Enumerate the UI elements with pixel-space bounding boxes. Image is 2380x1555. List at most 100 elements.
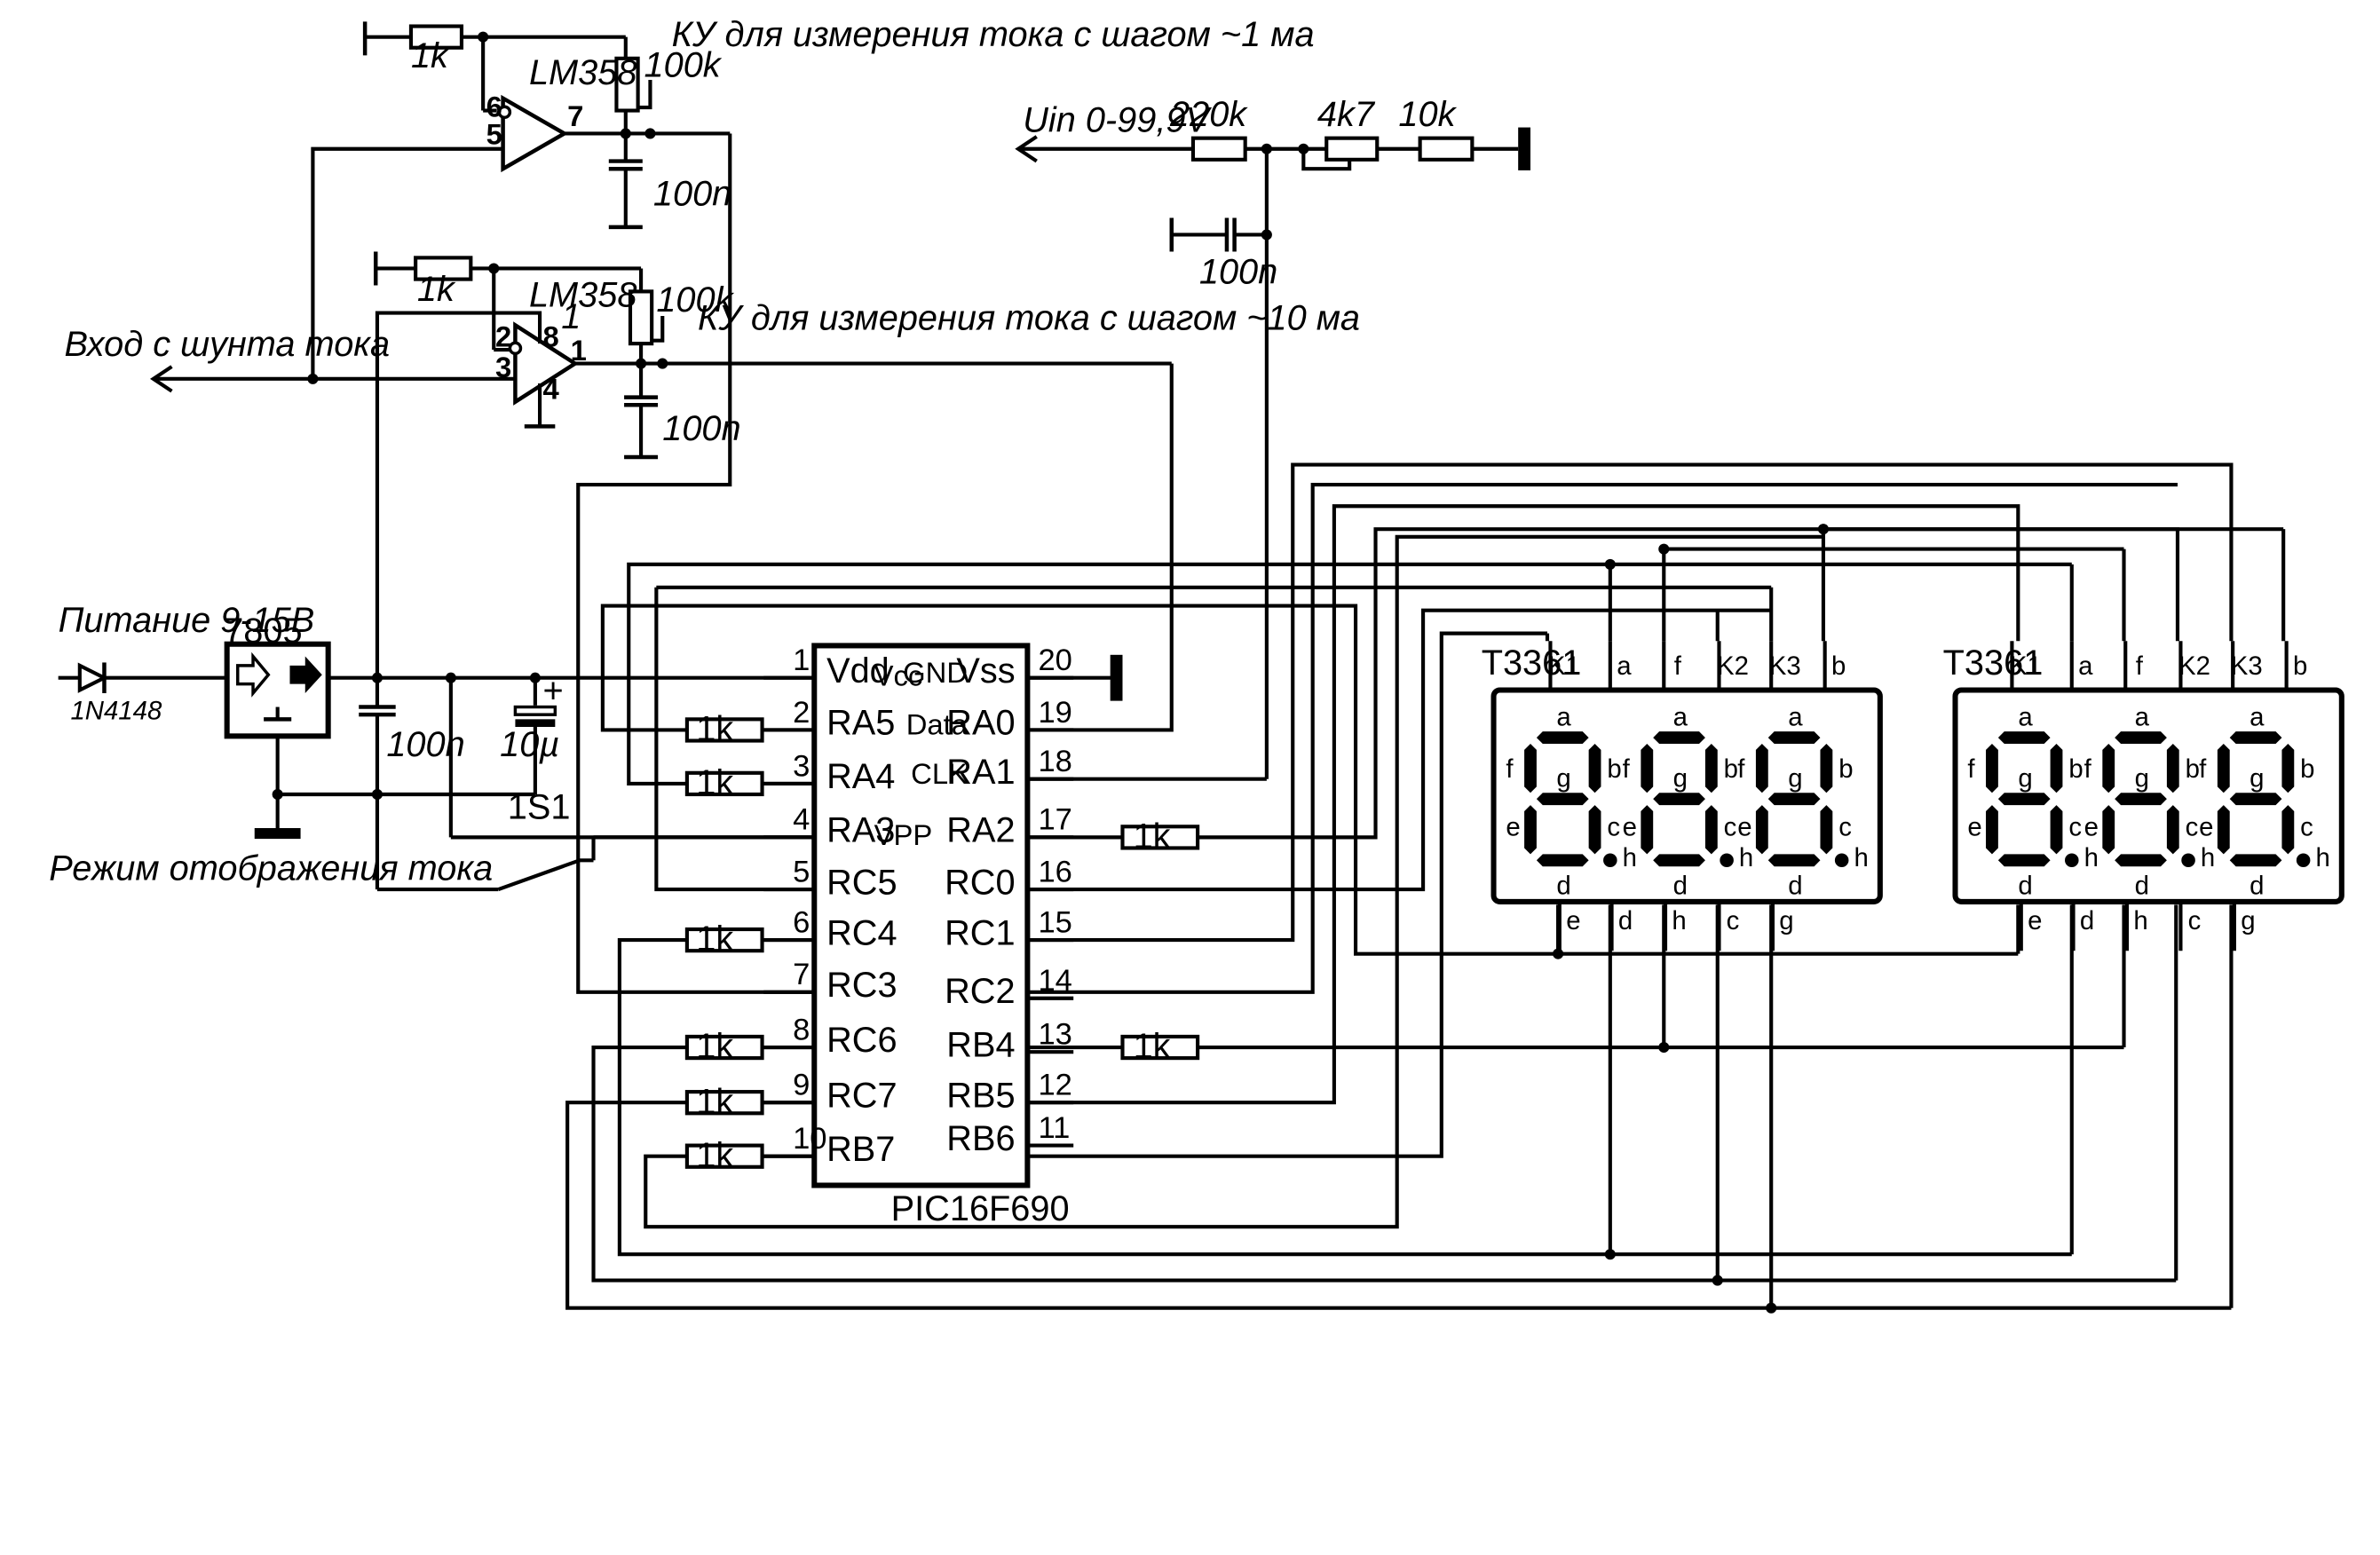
svg-text:e: e (2084, 813, 2099, 842)
pin-1: 1 (571, 334, 587, 367)
segment-g (1997, 793, 2051, 806)
svg-text:e: e (1623, 813, 1637, 842)
label-r-ra5: 1k (696, 710, 733, 749)
display-pin-f: f (2136, 651, 2144, 681)
svg-text:a: a (1788, 702, 1803, 731)
label-plus: + (543, 671, 564, 710)
label-r-bot-in: 1k (417, 270, 456, 309)
segment-e (1755, 805, 1768, 855)
mcu-pin-number-2: 2 (793, 696, 810, 730)
segment-b (2166, 743, 2179, 793)
svg-text:c: c (1724, 813, 1737, 842)
svg-text:d: d (2135, 871, 2149, 900)
display-bus (1545, 524, 2286, 1314)
label-r-rb4: 1k (1134, 1027, 1171, 1066)
svg-text:d: d (1673, 871, 1688, 900)
regulator-7805 (224, 641, 331, 739)
display-pin-d: d (2080, 906, 2094, 935)
mcu-pin-number-10: 10 (793, 1122, 826, 1156)
svg-text:f: f (2084, 754, 2092, 784)
label-mcu: PIC16F690 (891, 1189, 1070, 1228)
label-r-bot-fb: 100k (656, 280, 734, 320)
display-pin-h: h (2133, 906, 2147, 935)
pin-7: 7 (567, 99, 583, 132)
label-c-supply: 100n (386, 725, 464, 764)
mcu-pin-number-19: 19 (1038, 696, 1071, 730)
label-ku-10ma: КУ для измерения тока с шагом ~10 ма (698, 299, 1360, 338)
mcu-pin-ra1: RA1 (946, 753, 1015, 792)
diode-symbol (77, 662, 109, 693)
display-pin-f: f (1674, 651, 1682, 681)
svg-text:f: f (1623, 754, 1631, 784)
label-r-ra2: 1k (1134, 817, 1171, 856)
mcu-pin-ra2: RA2 (946, 811, 1015, 850)
svg-text:h: h (1739, 843, 1753, 872)
segment-c (2050, 805, 2063, 855)
svg-text:g: g (2250, 763, 2264, 793)
voltage-divider: Uin 0-99,9V 220k 4k7 10k 100n (1015, 95, 1530, 781)
display-pin-K2: K2 (2178, 651, 2210, 681)
trimmer-4k7 (1324, 136, 1380, 162)
svg-text:h: h (2315, 843, 2329, 872)
resistor-10k (1418, 136, 1475, 162)
svg-text:a: a (2250, 702, 2265, 731)
svg-text:c: c (1838, 813, 1852, 842)
svg-text:h: h (1623, 843, 1637, 872)
display-pin-K3: K3 (1769, 651, 1801, 681)
label-c-div: 100n (1199, 253, 1277, 292)
power-supply: Питание 9-15В 7805 1N4148 100n 10µ + 1S1… (49, 601, 815, 892)
svg-text:d: d (2250, 871, 2264, 900)
segment-b (2050, 743, 2063, 793)
top-amplifier-stage: 1k 100k 100n LM358 6 5 7 КУ для измерени… (311, 15, 1315, 994)
segment-a (1536, 731, 1589, 744)
segment-g (2115, 793, 2167, 806)
mcu-pin-number-3: 3 (793, 749, 810, 783)
svg-text:a: a (2135, 702, 2150, 731)
opamp-bottom (513, 321, 579, 406)
pin-5: 5 (486, 118, 502, 151)
svg-text:b: b (1607, 754, 1621, 784)
segment-h (1834, 853, 1849, 868)
mcu-pin-alt-19: Data (906, 708, 969, 741)
svg-text:b: b (1724, 754, 1738, 784)
svg-text:a: a (2018, 702, 2033, 731)
svg-text:e: e (1506, 813, 1520, 842)
svg-text:b: b (1838, 754, 1853, 784)
svg-text:h: h (2084, 843, 2099, 872)
svg-text:d: d (2018, 871, 2032, 900)
segment-c (1704, 805, 1718, 855)
display-pin-d: d (1618, 906, 1633, 935)
svg-text:c: c (2300, 813, 2313, 842)
svg-text:g: g (2018, 763, 2032, 793)
label-opamp-bottom-unit: 1 (561, 297, 581, 336)
segment-e (1641, 805, 1654, 855)
svg-text:a: a (1556, 702, 1571, 731)
segment-f (1986, 743, 1998, 793)
label-ku-1ma: КУ для измерения тока с шагом ~1 ма (672, 15, 1315, 54)
label-r-top-in: 1k (411, 36, 450, 75)
mcu-pin-alt-18: CLK (911, 757, 968, 790)
mcu-pin-rc0: RC0 (945, 863, 1015, 902)
label-r-rc6: 1k (696, 1027, 733, 1066)
segment-g (2229, 793, 2282, 806)
display-pin-g: g (1779, 906, 1793, 935)
mcu-pin-number-11: 11 (1038, 1111, 1070, 1145)
mcu-pin-number-12: 12 (1038, 1069, 1071, 1102)
svg-text:h: h (2201, 843, 2215, 872)
segment-h (1720, 853, 1734, 868)
mcu-pin-number-5: 5 (793, 855, 810, 888)
mcu: PIC16F690 (811, 643, 1070, 1228)
mcu-pin-number-1: 1 (793, 643, 810, 677)
segment-d (1997, 854, 2051, 867)
mcu-left-wiring: 1k 1k 1k 1k 1k 1k (565, 534, 2232, 1310)
svg-text:c: c (1607, 813, 1620, 842)
display-pin-K3: K3 (2231, 651, 2263, 681)
svg-text:g: g (1673, 763, 1688, 793)
mcu-pin-alt-1: Vcc (874, 659, 923, 691)
mcu-body (811, 643, 1031, 1188)
